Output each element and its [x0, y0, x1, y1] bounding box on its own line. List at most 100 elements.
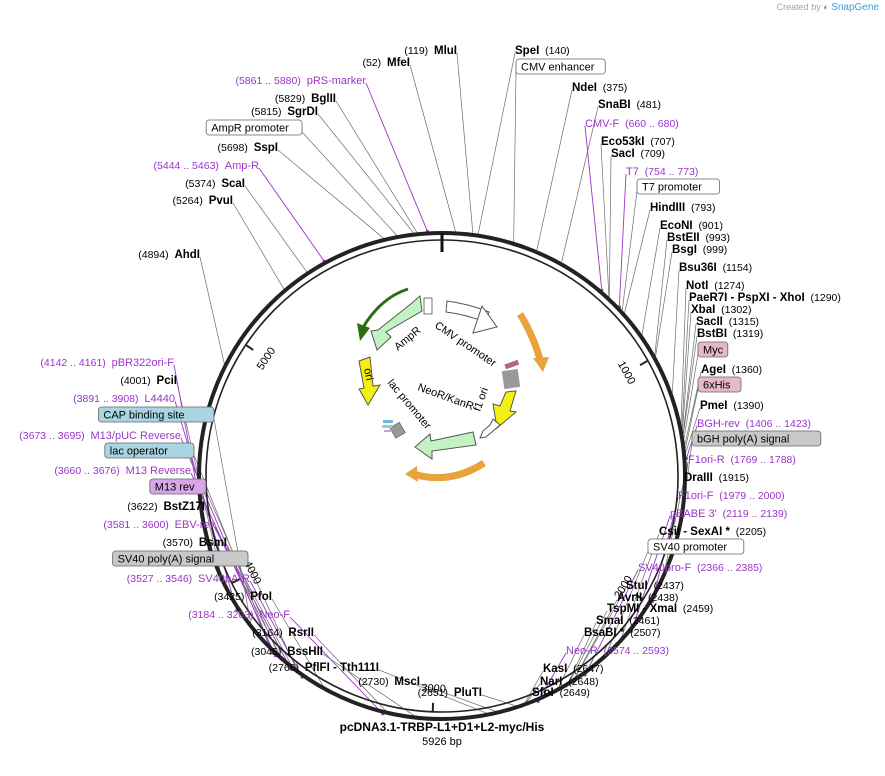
label-l4440[interactable]: (3891 .. 3908) L4440: [73, 393, 175, 405]
label-cmv-f[interactable]: CMV-F (660 .. 680): [585, 118, 679, 130]
label-bsu36i[interactable]: Bsu36I (1154): [679, 262, 752, 274]
label-bsshii-name: BssHII: [287, 646, 323, 658]
label-lac-operator-feature-box[interactable]: lac operator: [104, 442, 195, 459]
label-f1ori-r[interactable]: F1ori-R (1769 .. 1788): [688, 454, 796, 466]
label-m13-reverse[interactable]: (3660 .. 3676) M13 Reverse: [54, 465, 191, 477]
label-bgh-poly-a-signal-feature-box[interactable]: bGH poly(A) signal: [691, 430, 822, 447]
label-bgh-rev[interactable]: BGH-rev (1406 .. 1423): [697, 418, 811, 430]
label-sv40-poly-a-signal-box-text: SV40 poly(A) signal: [118, 554, 215, 566]
feature-sv40-polya-block[interactable]: [389, 421, 406, 439]
label-ndei[interactable]: NdeI (375): [572, 82, 627, 94]
label-cmv-enhancer-feature-box[interactable]: CMV enhancer: [515, 58, 606, 75]
feature-ampr-promoter-block[interactable]: [423, 297, 433, 315]
label-t7-promoter-box-bg: [636, 178, 720, 195]
label-sacii[interactable]: SacII (1315): [696, 316, 759, 328]
label-bstbi[interactable]: BstBI (1319): [697, 328, 763, 340]
label-agei[interactable]: AgeI (1360): [701, 364, 762, 376]
label-f1ori-f[interactable]: F1ori-F (1979 .. 2000): [678, 490, 785, 502]
label-sv40-promoter-feature-box[interactable]: SV40 promoter: [647, 538, 745, 555]
label-myc-feature-box[interactable]: Myc: [697, 341, 729, 358]
label-pluti-name: PluTI: [454, 687, 482, 699]
label-kasi[interactable]: KasI (2647): [543, 663, 604, 675]
label-pbr322ori-f[interactable]: (4142 .. 4161) pBR322ori-F: [40, 357, 174, 369]
label-pvui[interactable]: (5264) PvuI: [173, 195, 234, 207]
label-tspmi-xmai[interactable]: TspMI - XmaI (2459): [607, 603, 713, 615]
label-mlui-position: (119): [404, 45, 428, 57]
label-bsteii[interactable]: BstEII (993): [667, 232, 730, 244]
label-kasi-leader: [522, 670, 544, 708]
label-neo-f[interactable]: (3184 .. 3203) Neo-F: [188, 609, 290, 621]
label-sv40pa-r-leader: [249, 580, 303, 678]
label-scai[interactable]: (5374) ScaI: [185, 178, 245, 190]
label-pbabe-3[interactable]: pBABE 3' (2119 .. 2139): [670, 508, 787, 520]
label-m13-rev-feature-box[interactable]: M13 rev: [149, 478, 207, 495]
label-ampr-promoter-feature-box[interactable]: AmpR promoter: [205, 119, 303, 136]
label-pflfi-tth111i[interactable]: (2766) PflFI - Tth111I: [269, 662, 379, 674]
feature-arrow-neo-primer-orange[interactable]: [412, 460, 486, 482]
label-pluti[interactable]: (2651) PluTI: [418, 687, 482, 699]
label-bsshii[interactable]: (3045) BssHII: [251, 646, 323, 658]
label-bsgi[interactable]: BsgI (999): [672, 244, 727, 256]
label-xbai-leader: [682, 311, 692, 430]
label-cmv-enhancer-box-text: CMV enhancer: [521, 62, 595, 74]
label-sv40-poly-a-signal-feature-box[interactable]: SV40 poly(A) signal: [112, 550, 249, 567]
label-m13-puc-reverse-name: M13/pUC Reverse: [91, 430, 181, 442]
feature-arrow-sv40-promoter[interactable]: [479, 418, 501, 439]
label-rsrii[interactable]: (3164) RsrII: [252, 627, 314, 639]
label-pmei[interactable]: PmeI (1390): [700, 400, 764, 412]
label-sv40pa-r[interactable]: (3527 .. 3546) SV40pA-R: [127, 573, 250, 585]
label-smai[interactable]: SmaI (2461): [596, 615, 660, 627]
label-avrii[interactable]: AvrII (2438): [617, 592, 678, 604]
label-csii-sexai[interactable]: CsiI - SexAI * (2205): [659, 526, 766, 538]
label-pcii[interactable]: (4001) PciI: [120, 375, 177, 387]
label-paer7i-pspxi-xhoi[interactable]: PaeR7I - PspXI - XhoI (1290): [689, 292, 841, 304]
feature-arrow-f1-ori[interactable]: [492, 390, 518, 429]
label-snabi[interactable]: SnaBI (481): [598, 99, 661, 111]
label-prs-marker[interactable]: (5861 .. 5880) pRS-marker: [235, 75, 366, 87]
label-pbr322ori-f-name: pBR322ori-F: [112, 357, 175, 369]
label-spei[interactable]: SpeI (140): [515, 45, 570, 57]
label-saci[interactable]: SacI (709): [611, 148, 665, 160]
feature-arrow-neor[interactable]: [414, 431, 477, 460]
label-bgh-poly-a-signal-leader: [686, 442, 693, 481]
label-sspi[interactable]: (5698) SspI: [218, 142, 279, 154]
label-sfoi-position: (2649): [560, 687, 590, 699]
label-mfei[interactable]: (52) MfeI: [362, 57, 410, 69]
label-bstz17i[interactable]: (3622) BstZ17I: [127, 501, 205, 513]
label-mlui[interactable]: (119) MluI: [404, 45, 457, 57]
label-bsu36i-position: (1154): [723, 262, 753, 274]
label-sfoi[interactable]: SfoI (2649): [532, 687, 590, 699]
label-draiii[interactable]: DraIII (1915): [684, 472, 749, 484]
label-ebv-rev[interactable]: (3581 .. 3600) EBV-rev: [103, 519, 215, 531]
label-t7[interactable]: T7 (754 .. 773): [626, 166, 698, 178]
label-sv40pro-f[interactable]: SV40pro-F (2366 .. 2385): [638, 562, 762, 574]
label-eco53ki[interactable]: Eco53kI (707): [601, 136, 675, 148]
feature-arrow-ori[interactable]: [358, 356, 381, 406]
label-noti[interactable]: NotI (1274): [686, 280, 745, 292]
label-xbai[interactable]: XbaI (1302): [691, 304, 752, 316]
label-m13-puc-reverse[interactable]: (3673 .. 3695) M13/pUC Reverse: [19, 430, 181, 442]
label-pfoi[interactable]: (3425) PfoI: [214, 591, 272, 603]
label-stui[interactable]: StuI (2437): [626, 580, 684, 592]
label-6xhis-feature-box[interactable]: 6xHis: [697, 376, 742, 393]
feature-arrow-insert-orange[interactable]: [516, 312, 545, 364]
label-t7-promoter-feature-box[interactable]: T7 promoter: [636, 178, 720, 195]
label-pflfi-tth111i-name: PflFI - Tth111I: [305, 662, 379, 674]
feature-myc-block[interactable]: [504, 359, 520, 370]
label-nari[interactable]: NarI (2648): [540, 676, 599, 688]
feature-arrowhead-cmv-promoter[interactable]: [472, 304, 498, 334]
label-sgrdi[interactable]: (5815) SgrDI: [251, 106, 318, 118]
label-bglii[interactable]: (5829) BglII: [275, 93, 336, 105]
label-amp-r[interactable]: (5444 .. 5463) Amp-R: [154, 160, 260, 172]
label-cap-binding-site-feature-box[interactable]: CAP binding site: [98, 406, 215, 423]
feature-arrow-ampr[interactable]: [370, 295, 423, 351]
label-bsabi[interactable]: BsaBI * (2507): [584, 627, 660, 639]
label-bgh-poly-a-signal-box-bg: [691, 430, 822, 447]
label-msci[interactable]: (2730) MscI: [358, 676, 420, 688]
label-bsmi[interactable]: (3570) BsmI: [163, 537, 227, 549]
feature-his-block[interactable]: [501, 368, 521, 390]
label-neo-r[interactable]: Neo-R (2574 .. 2593): [566, 645, 669, 657]
label-hindiii[interactable]: HindIII (793): [650, 202, 716, 214]
label-ahdi[interactable]: (4894) AhdI: [138, 249, 200, 261]
label-econi[interactable]: EcoNI (901): [660, 220, 723, 232]
